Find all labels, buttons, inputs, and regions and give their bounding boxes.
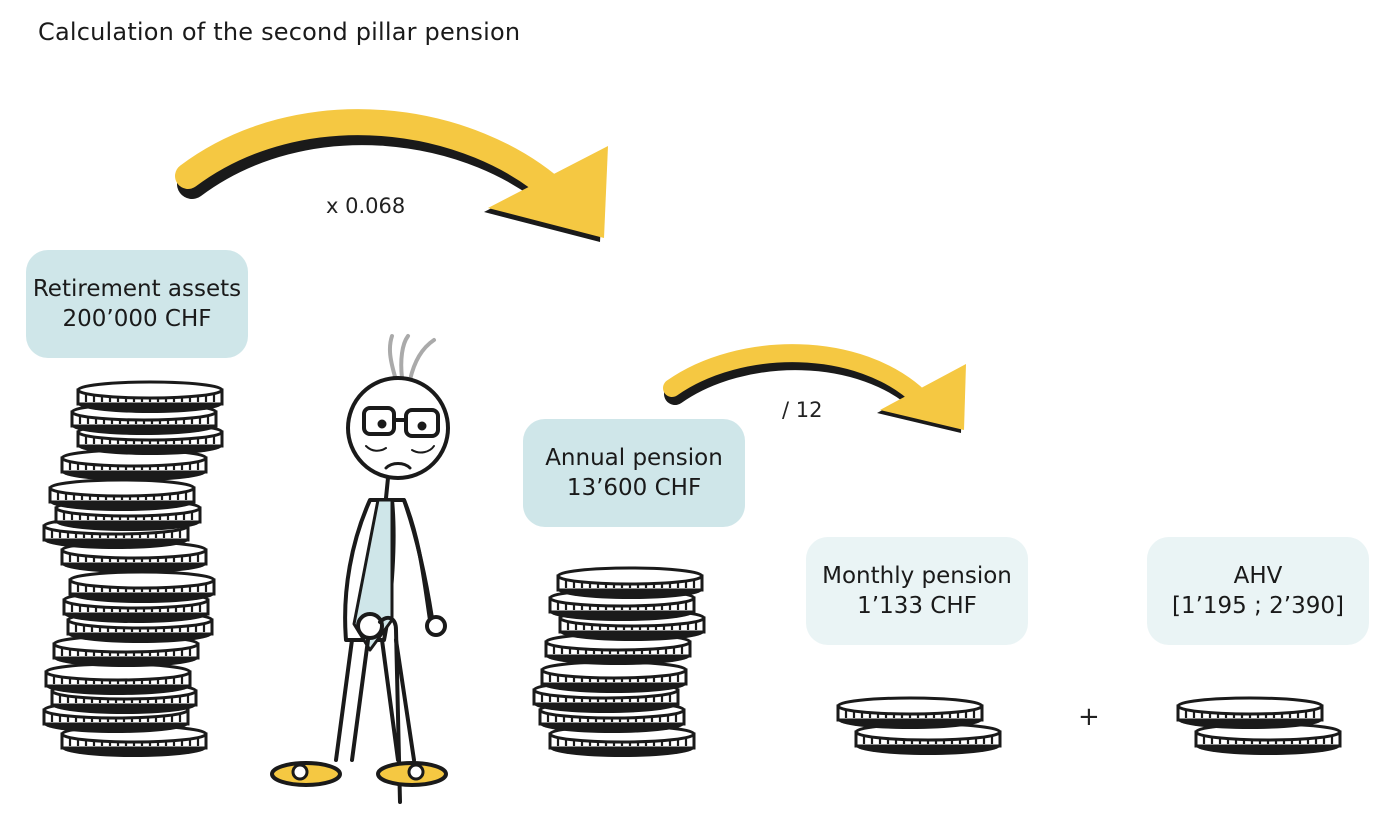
coin-stack-ahv-icon [1176,696,1342,757]
annual-pension-box: Annual pension 13’600 CHF [523,419,745,527]
coin-stack-medium-icon [532,566,706,759]
retirement-assets-value: 200’000 CHF [62,306,212,332]
monthly-pension-box: Monthly pension 1’133 CHF [806,537,1028,645]
coin-stack-large-icon [42,380,224,759]
old-man-figure-icon [270,334,450,804]
coin-stack-monthly-icon [836,696,1002,757]
divide-operation: / 12 [782,398,823,422]
ahv-label: AHV [1233,563,1283,589]
annual-pension-value: 13’600 CHF [566,475,702,501]
page-title: Calculation of the second pillar pension [38,18,521,46]
plus-operation: + [1078,702,1100,732]
multiply-operation: x 0.068 [326,194,406,218]
ahv-box: AHV [1’195 ; 2’390] [1147,537,1369,645]
annual-pension-label: Annual pension [545,445,723,471]
ahv-value: [1’195 ; 2’390] [1171,593,1344,619]
retirement-assets-label: Retirement assets [32,276,242,302]
arrow-divide-icon [663,344,966,433]
retirement-assets-box: Retirement assets 200’000 CHF [26,250,248,358]
arrow-multiply-icon [175,109,608,242]
monthly-pension-label: Monthly pension [822,563,1012,589]
monthly-pension-value: 1’133 CHF [857,593,977,619]
